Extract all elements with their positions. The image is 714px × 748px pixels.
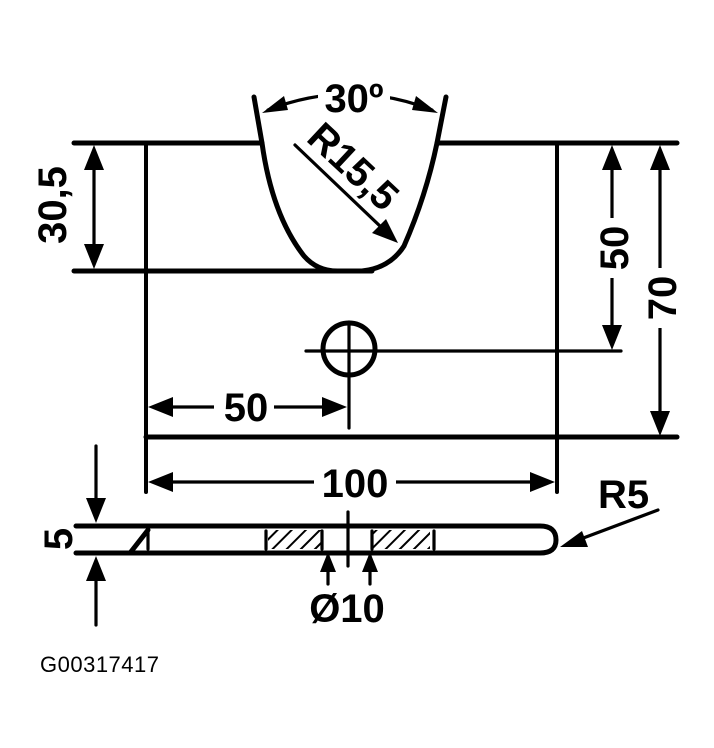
hole xyxy=(304,320,623,430)
hole-height-label: 50 xyxy=(593,226,637,271)
hole-height-dimension: 50 xyxy=(593,145,637,350)
groove-depth-label: 30,5 xyxy=(31,166,75,244)
v-groove xyxy=(251,94,449,274)
groove-radius-dimension: R15,5 xyxy=(293,114,407,243)
hole-offset-dimension: 50 xyxy=(148,386,347,430)
figure-id: G00317417 xyxy=(40,652,160,677)
angle-label: 30º xyxy=(324,77,383,121)
plate-outline xyxy=(71,140,680,494)
edge-radius-label: R5 xyxy=(598,473,649,517)
hole-diameter-dimension: Ø10 xyxy=(309,552,385,631)
section-view xyxy=(73,510,559,568)
hole-diameter-label: Ø10 xyxy=(309,587,385,631)
thickness-dimension: 5 xyxy=(37,444,106,627)
total-width-label: 100 xyxy=(322,462,389,506)
groove-radius-label: R15,5 xyxy=(299,114,407,219)
angle-dimension: 30º xyxy=(262,77,438,121)
total-height-dimension: 70 xyxy=(640,145,685,436)
groove-depth-dimension: 30,5 xyxy=(31,145,104,269)
total-width-dimension: 100 xyxy=(148,462,555,506)
total-height-label: 70 xyxy=(641,276,685,321)
hole-offset-label: 50 xyxy=(224,386,269,430)
thickness-label: 5 xyxy=(37,528,81,550)
edge-radius-dimension: R5 xyxy=(560,473,660,547)
